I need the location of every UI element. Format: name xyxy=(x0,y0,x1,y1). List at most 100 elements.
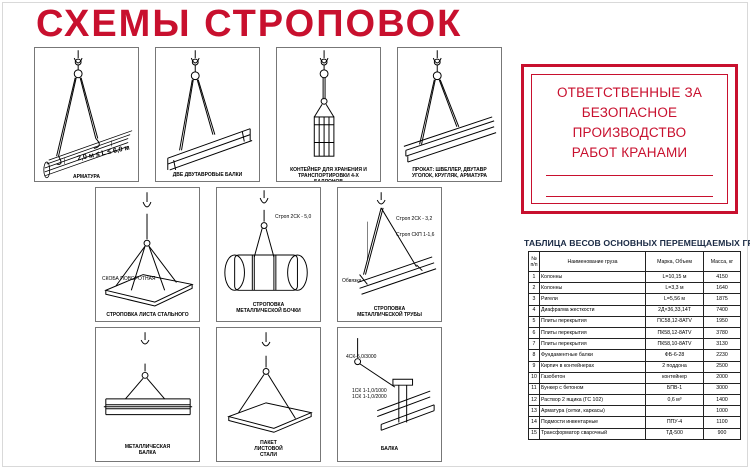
sheet-shackle-label: СКОБА ПОВОРОТНАЯ xyxy=(102,276,156,282)
row-mark: ФБ-6-28 xyxy=(645,349,704,362)
row-mark: L=3,3 м xyxy=(645,282,704,295)
header-number: № п/п xyxy=(528,251,540,272)
row-mass: 1640 xyxy=(703,282,741,295)
beam-sling-b-label: 1СК 1-1,0/1000 xyxy=(352,388,387,394)
scheme-metal-pipe: Строп 2СК - 3,2 Строп СКП 1-1,6 Обвязка … xyxy=(337,187,442,322)
weights-table-title: ТАБЛИЦА ВЕСОВ ОСНОВНЫХ ПЕРЕМЕЩАЕМЫХ ГРУЗ… xyxy=(524,238,750,248)
row-name: Кирпич в контейнерах xyxy=(539,360,646,373)
pipe-binding-label: Обвязка xyxy=(342,278,362,284)
row-mark xyxy=(645,405,704,418)
table-header-row: № п/п Наименование груза Марка, Объем Ма… xyxy=(528,251,741,272)
responsible-inner-frame: ОТВЕТСТВЕННЫЕ ЗА БЕЗОПАСНОЕ ПРОИЗВОДСТВО… xyxy=(531,74,728,204)
row-name: Плиты перекрытия xyxy=(539,326,646,340)
row-mark: контейнер xyxy=(645,371,704,384)
scheme-metal-barrel: Строп 2СК - 5,0 СТРОПОВКА МЕТАЛЛИЧЕСКОЙ … xyxy=(216,187,321,322)
steel-sheet-slinging-drawing xyxy=(104,192,194,307)
row-mass: 2500 xyxy=(703,360,741,373)
row-name: Трансформатор сварочный xyxy=(539,427,646,440)
responsible-persons-box: ОТВЕТСТВЕННЫЕ ЗА БЕЗОПАСНОЕ ПРОИЗВОДСТВО… xyxy=(521,64,738,214)
signature-line-2 xyxy=(546,196,713,197)
container-slinging-drawing xyxy=(313,50,335,157)
row-name: Плиты перекрытия xyxy=(539,338,646,351)
row-number: 11 xyxy=(528,382,540,396)
row-number: 1 xyxy=(528,270,540,284)
i-beams-slinging-drawing xyxy=(167,50,253,171)
row-mark: ПК58,12-8АТV xyxy=(645,326,704,340)
barrel-slinging-drawing xyxy=(224,190,308,291)
row-number: 12 xyxy=(528,394,540,407)
row-mark: ППУ-4 xyxy=(645,416,704,429)
row-name: Подмости инвентарные xyxy=(539,416,646,429)
header-mark: Марка, Объем xyxy=(645,251,704,272)
row-mass: 3000 xyxy=(703,382,741,396)
row-mark: L=10,15 м xyxy=(645,270,704,284)
row-mass: 3780 xyxy=(703,326,741,340)
sheet-pack-slinging-drawing xyxy=(227,332,313,433)
row-mass: 1400 xyxy=(703,394,741,407)
row-mass: 2000 xyxy=(703,371,741,384)
row-number: 7 xyxy=(528,338,540,351)
row-mark: 2 поддона xyxy=(645,360,704,373)
row-number: 3 xyxy=(528,293,540,306)
row-number: 15 xyxy=(528,427,540,440)
row-name: Бункер с бетоном xyxy=(539,382,646,396)
beam-sling-a-label: 4СК-5,0/3000 xyxy=(346,354,377,360)
pipe-sling-b-label: Строп СКП 1-1,6 xyxy=(396,232,435,238)
scheme-caption: ДВЕ ДВУТАВРОВЫЕ БАЛКИ xyxy=(172,172,243,178)
scheme-rebar: 2,0 м ≤ L ≤ 6,0 м АРМАТУРА xyxy=(34,47,139,182)
header-name: Наименование груза xyxy=(539,251,646,272)
scheme-caption: МЕТАЛЛИЧЕСКАЯ БАЛКА xyxy=(124,444,171,456)
responsible-heading: ОТВЕТСТВЕННЫЕ ЗА БЕЗОПАСНОЕ ПРОИЗВОДСТВО… xyxy=(532,83,727,163)
beam-sling-c-label: 1СК 1-1,0/2000 xyxy=(352,394,387,400)
row-number: 9 xyxy=(528,360,540,373)
row-name: Диафрагма жесткости xyxy=(539,304,646,317)
responsible-line-3: РАБОТ КРАНАМИ xyxy=(571,145,688,160)
row-number: 8 xyxy=(528,349,540,362)
rebar-slinging-drawing xyxy=(43,50,133,179)
poster-title: СХЕМЫ СТРОПОВОК xyxy=(36,3,463,45)
row-number: 5 xyxy=(528,315,540,328)
scheme-sheet-steel-pack: ПАКЕТ ЛИСТОВОЙ СТАЛИ xyxy=(216,327,321,462)
weights-table: № п/п Наименование груза Марка, Объем Ма… xyxy=(528,251,741,440)
beam-hoist-drawing xyxy=(354,338,435,431)
scheme-caption: ПАКЕТ ЛИСТОВОЙ СТАЛИ xyxy=(254,440,283,458)
row-mass: 2230 xyxy=(703,349,741,362)
scheme-caption: СТРОПОВКА МЕТАЛЛИЧЕСКОЙ ТРУБЫ xyxy=(357,306,422,318)
row-mass: 1875 xyxy=(703,293,741,306)
row-mark: 0,6 м³ xyxy=(645,394,704,407)
scheme-beam: 4СК-5,0/3000 1СК 1-1,0/1000 1СК 1-1,0/20… xyxy=(337,327,442,462)
row-name: Арматура (сетки, каркасы) xyxy=(539,405,646,418)
scheme-caption: КОНТЕЙНЕР ДЛЯ ХРАНЕНИЯ И ТРАНСПОРТИРОВКИ… xyxy=(290,167,367,182)
pipe-slinging-drawing xyxy=(357,192,437,295)
row-number: 13 xyxy=(528,405,540,418)
row-mass: 1100 xyxy=(703,416,741,429)
row-mark: 2Д×36,33,14Т xyxy=(645,304,704,317)
row-name: Раствор 2 ящика (ГС 102) xyxy=(539,394,646,407)
scheme-cylinder-container: КОНТЕЙНЕР ДЛЯ ХРАНЕНИЯ И ТРАНСПОРТИРОВКИ… xyxy=(276,47,381,182)
scheme-caption: СТРОПОВКА ЛИСТА СТАЛЬНОГО xyxy=(106,312,189,318)
row-name: Газобетон xyxy=(539,371,646,384)
row-name: Ригели xyxy=(539,293,646,306)
responsible-line-1: ОТВЕТСТВЕННЫЕ ЗА xyxy=(556,85,703,100)
scheme-metal-beam: МЕТАЛЛИЧЕСКАЯ БАЛКА xyxy=(95,327,200,462)
row-mark: ТД-500 xyxy=(645,427,704,440)
row-mass: 1000 xyxy=(703,405,741,418)
row-mass: 7400 xyxy=(703,304,741,317)
scheme-caption: АРМАТУРА xyxy=(72,174,101,180)
row-number: 2 xyxy=(528,282,540,295)
scheme-caption: ПРОКАТ: ШВЕЛЛЕР, ДВУТАВР УГОЛОК, КРУГЛЯК… xyxy=(411,167,488,179)
